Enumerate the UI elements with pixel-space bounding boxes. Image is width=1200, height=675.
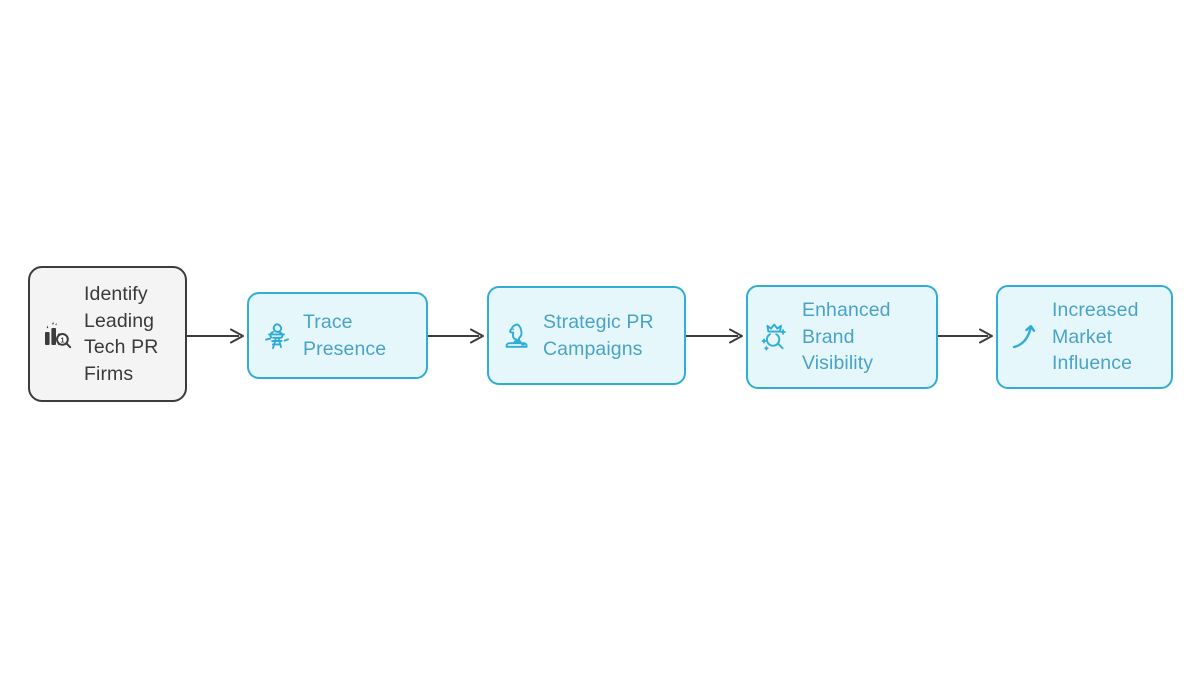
flow-connector-4 [938,328,996,344]
flow-connector-1 [187,328,247,344]
flow-node-label: Identify Leading Tech PR Firms [84,283,159,385]
flow-node-increased-market-influence[interactable]: Increased Market Influence [996,285,1173,389]
flow-node-identify-leading-tech-pr-firms[interactable]: 1 Identify Leading Tech PR Firms [28,266,187,402]
flow-connector-2 [428,328,487,344]
flow-node-label: Increased Market Influence [1052,299,1139,375]
flow-node-label: Enhanced Brand Visibility [802,299,891,375]
growth-arrow-icon [1008,320,1042,354]
flow-node-enhanced-brand-visibility[interactable]: Enhanced Brand Visibility [746,285,938,389]
footprint-trace-icon [259,319,293,353]
flow-connector-3 [686,328,746,344]
chess-knight-icon [499,319,533,353]
flow-node-label: Trace Presence [303,311,387,360]
crown-magnifier-sparkle-icon [758,320,792,354]
flow-node-trace-presence[interactable]: Trace Presence [247,292,428,379]
flow-node-strategic-pr-campaigns[interactable]: Strategic PR Campaigns [487,286,686,385]
svg-text:1: 1 [60,335,64,344]
bar-chart-magnifier-icon: 1 [40,317,74,351]
flow-node-label: Strategic PR Campaigns [543,311,654,360]
